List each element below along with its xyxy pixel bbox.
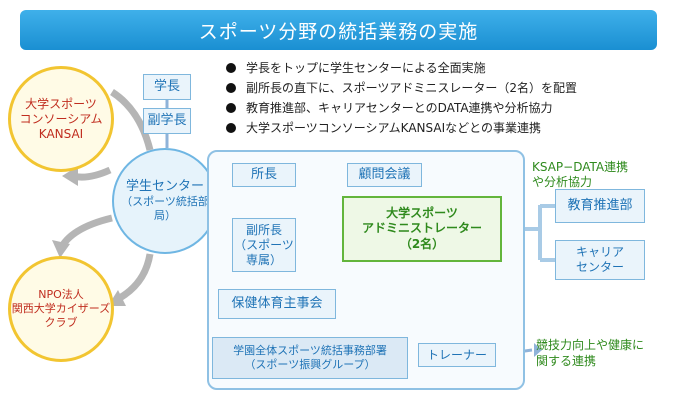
gakuen-box: 学園全体スポーツ統括事務部署 （スポーツ振興グループ） <box>212 337 408 379</box>
kyouiku-box: 教育推進部 <box>555 189 645 223</box>
komon-box: 顧問会議 <box>347 163 422 187</box>
ysa-circle: 大学スポーツ コンソーシアム KANSAI <box>8 66 114 172</box>
bullet-list: 学長をトップに学生センターによる全面実施 副所長の直下に、スポーツアドミニスレー… <box>226 58 666 138</box>
sports-admin-box: 大学スポーツ アドミニストレーター （2名） <box>342 196 502 262</box>
arrowhead-kyogi <box>534 343 542 357</box>
shocho-box: 所長 <box>232 163 296 187</box>
ksap-label: KSAP−DATA連携 や分析協力 <box>532 160 629 189</box>
bullet-item: 学長をトップに学生センターによる全面実施 <box>226 58 666 78</box>
kyogi-label: 競技力向上や健康に 関する連携 <box>536 338 645 368</box>
student-center-circle: 学生センター （スポーツ統括部局） <box>112 148 218 254</box>
career-box: キャリア センター <box>555 240 645 280</box>
bullet-item: 大学スポーツコンソーシアムKANSAIなどとの事業連携 <box>226 118 666 138</box>
arrowhead-1 <box>62 166 78 186</box>
bullet-dot-icon <box>226 103 236 113</box>
fukushocho-box: 副所長 （スポーツ 専属） <box>232 218 296 272</box>
cycle-arrow-top-right <box>110 89 154 151</box>
trainer-box: トレーナー <box>418 343 496 367</box>
arrowhead-2 <box>52 240 70 258</box>
npo-circle: NPO法人 関西大学カイザーズ クラブ <box>8 256 114 362</box>
bullet-item: 教育推進部、キャリアセンターとのDATA連携や分析協力 <box>226 98 666 118</box>
hoken-box: 保健体育主事会 <box>218 289 336 319</box>
fukugakucho-box: 副学長 <box>143 108 191 134</box>
bullet-dot-icon <box>226 123 236 133</box>
bullet-dot-icon <box>226 83 236 93</box>
bullet-item: 副所長の直下に、スポーツアドミニスレーター（2名）を配置 <box>226 78 666 98</box>
page-title: スポーツ分野の統括業務の実施 <box>20 10 657 50</box>
bullet-dot-icon <box>226 63 236 73</box>
cycle-arrow-bottom-right <box>114 253 154 304</box>
gakucho-box: 学長 <box>143 74 191 100</box>
